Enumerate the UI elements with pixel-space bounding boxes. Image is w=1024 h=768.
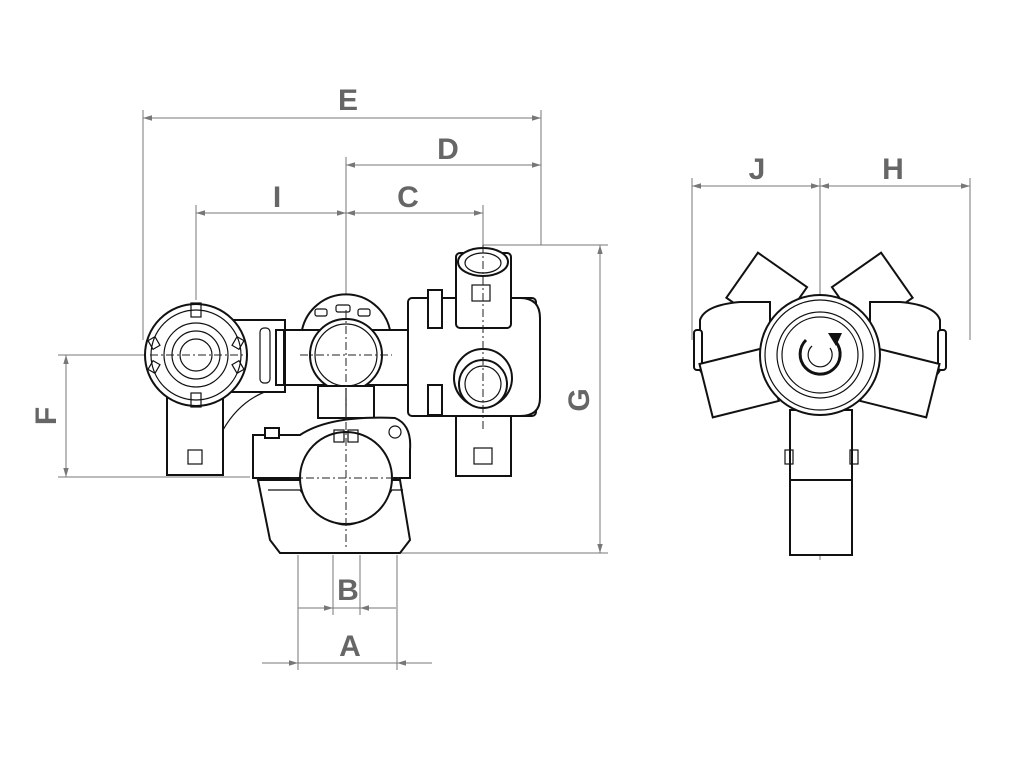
label-a: A — [339, 630, 361, 663]
label-i: I — [273, 181, 281, 214]
label-j: J — [749, 153, 766, 186]
rotation-logo-icon — [798, 333, 842, 376]
label-e: E — [338, 84, 358, 117]
centerlines — [150, 245, 484, 550]
side-view — [693, 251, 947, 556]
front-view — [144, 247, 541, 554]
dimension-lines — [63, 115, 970, 666]
label-c: C — [397, 181, 419, 214]
label-f: F — [30, 407, 63, 425]
label-d: D — [437, 133, 459, 166]
label-b: B — [337, 574, 359, 607]
label-g: G — [563, 388, 596, 411]
label-h: H — [882, 153, 904, 186]
